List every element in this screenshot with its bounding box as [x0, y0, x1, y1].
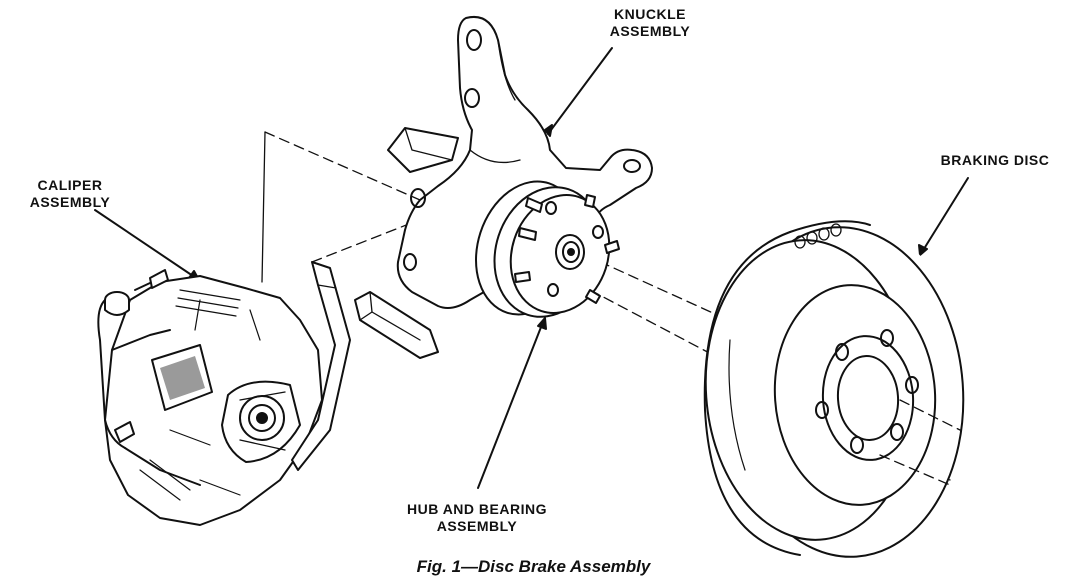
brake-pad-drawing [291, 261, 351, 471]
figure-caption: Fig. 1—Disc Brake Assembly [416, 557, 651, 576]
knuckle-label-line-2: ASSEMBLY [609, 23, 691, 39]
hub-label-line-1: HUB AND BEARING [407, 501, 547, 517]
caliper-leader [94, 209, 197, 279]
caliper-assembly-drawing [97, 269, 323, 526]
braking-disc-label: BRAKING DISC [930, 152, 1060, 169]
caliper-assembly-label: CALIPER ASSEMBLY [20, 177, 120, 211]
disc-leader [921, 177, 969, 253]
disc-centerlines [879, 399, 961, 486]
knuckle-assembly-drawing [354, 16, 653, 359]
caliper-label-line-1: CALIPER [37, 177, 103, 193]
braking-disc-drawing [703, 220, 965, 558]
hub-bearing-drawing [475, 180, 620, 318]
knuckle-leader [547, 47, 613, 135]
hub-label-line-2: ASSEMBLY [436, 518, 518, 534]
knuckle-label-line-1: KNUCKLE [614, 6, 686, 22]
knuckle-assembly-label: KNUCKLE ASSEMBLY [595, 6, 705, 40]
disc-label-line-1: BRAKING DISC [940, 152, 1050, 168]
hub-bearing-label: HUB AND BEARING ASSEMBLY [392, 501, 562, 535]
bracket-outline-lines [261, 131, 323, 283]
hub-leader [477, 321, 544, 489]
caliper-label-line-2: ASSEMBLY [29, 194, 111, 210]
